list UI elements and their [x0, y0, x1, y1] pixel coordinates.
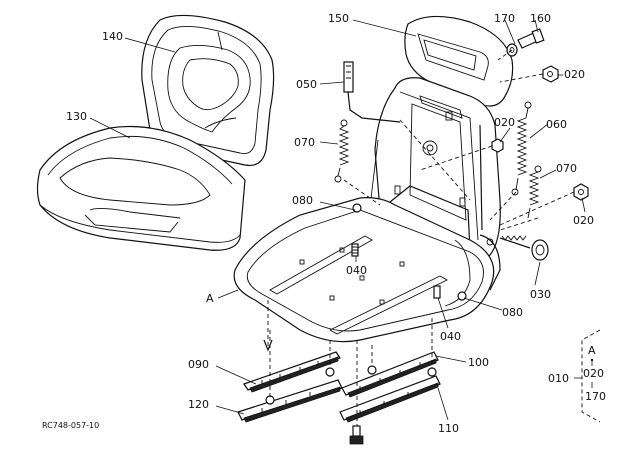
seat-bottom-cushion: [36, 125, 246, 251]
seat-pan: [233, 197, 501, 343]
legend-item-170: 170: [585, 390, 606, 403]
washer-170: [506, 43, 518, 57]
label-040-lower: 040: [440, 330, 461, 343]
label-120: 120: [188, 398, 209, 411]
label-140: 140: [102, 30, 123, 43]
label-100: 100: [468, 356, 489, 369]
bottom-bolt: [349, 425, 364, 445]
seat-back-cushion: [141, 14, 275, 167]
leader-lines: [89, 19, 586, 421]
label-130: 130: [66, 110, 87, 123]
bolt-080-right: [457, 291, 467, 301]
label-080-right: 080: [502, 306, 523, 319]
label-020-top: 020: [564, 68, 585, 81]
seat-frame: [367, 77, 501, 263]
label-160: 160: [530, 12, 551, 25]
label-030: 030: [530, 288, 551, 301]
spring-060: [511, 101, 532, 196]
bolt-040-center: [351, 243, 359, 257]
label-170-top: 170: [494, 12, 515, 25]
label-070-right: 070: [556, 162, 577, 175]
headrest: [404, 15, 514, 107]
label-050: 050: [296, 78, 317, 91]
part-labels: 140 130 150 170 160 020 050 070 020 060 …: [42, 12, 606, 435]
label-020-mid: 020: [494, 116, 515, 129]
slide-rail-110: [339, 367, 441, 423]
label-070-left: 070: [294, 136, 315, 149]
bolt-080-left: [352, 203, 362, 213]
label-150: 150: [328, 12, 349, 25]
spring-070-right: [527, 165, 542, 219]
nut-020-right: [573, 183, 589, 201]
label-080-left: 080: [292, 194, 313, 207]
arrow-down-icon: [263, 339, 273, 352]
bolt-160: [517, 28, 545, 49]
nut-020-top: [542, 65, 559, 83]
slide-rail-100: [341, 351, 439, 398]
knob-030: [499, 235, 549, 261]
spring-070-left: [334, 119, 350, 183]
nut-020-mid: [491, 138, 504, 153]
legend-item-020: 020: [583, 367, 604, 380]
label-a: A: [206, 292, 214, 305]
legend-ref-a: A: [588, 344, 596, 357]
diagram-code: RC748-057-10: [42, 421, 99, 430]
slide-rail-090: [243, 351, 341, 393]
adjust-lever: [343, 61, 401, 123]
assembly-lines: [267, 49, 575, 426]
label-060: 060: [546, 118, 567, 131]
label-110: 110: [438, 422, 459, 435]
slide-rail-120: [237, 379, 343, 423]
bolt-040-lower: [433, 285, 441, 299]
label-010: 010: [548, 372, 569, 385]
label-090: 090: [188, 358, 209, 371]
label-040-center: 040: [346, 264, 367, 277]
label-020-right: 020: [573, 214, 594, 227]
legend-box: [574, 329, 601, 423]
